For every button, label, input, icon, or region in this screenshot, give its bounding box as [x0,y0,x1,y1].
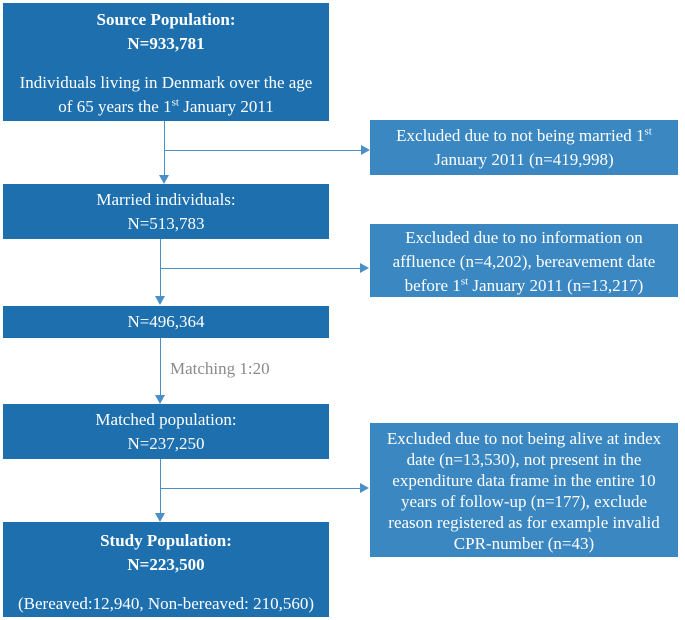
married-individuals-n: N=513,783 [127,214,205,233]
excluded-not-married-line2: January 2011 (n=419,998) [434,150,614,169]
eligible-population-n: N=496,364 [127,312,205,331]
excluded-not-married-box: Excluded due to not being married 1st Ja… [370,120,678,175]
excluded-not-alive-line2: date (n=13,530), not present in the [406,450,642,469]
excluded-not-alive-box: Excluded due to not being alive at index… [370,423,678,557]
source-population-title: Source Population: [96,10,236,29]
source-population-n: N=933,781 [127,34,205,53]
study-population-title: Study Population: [100,531,232,550]
flow-arrow-3-head [155,395,165,404]
excluded-no-affluence-line2: affluence (n=4,202), bereavement date [392,252,656,271]
matching-label: Matching 1:20 [170,359,270,378]
excluded-not-alive-line5: reason registered as for example invalid [388,513,660,532]
matched-population-box: Matched population: N=237,250 [3,404,329,459]
flow-arrow-1-head [159,175,169,184]
matched-population-n: N=237,250 [127,434,205,453]
exclusion-arrow-3-head [360,483,369,493]
married-individuals-title: Married individuals: [96,190,236,209]
married-individuals-box: Married individuals: N=513,783 [3,184,329,239]
flow-arrow-4-head [155,513,165,522]
exclusion-arrow-2-head [360,263,369,273]
flow-arrow-3 [160,338,161,396]
matched-population-title: Matched population: [95,410,237,429]
excluded-not-alive-line6: CPR-number (n=43) [453,534,595,553]
excluded-no-affluence-line1: Excluded due to no information on [405,228,643,247]
exclusion-arrow-2 [160,268,361,269]
exclusion-arrow-3 [160,488,361,489]
flow-arrow-1 [164,121,165,176]
study-population-detail: (Bereaved:12,940, Non-bereaved: 210,560) [18,594,314,613]
excluded-no-affluence-box: Excluded due to no information on afflue… [370,224,678,297]
source-population-box: Source Population: N=933,781 Individuals… [3,3,329,121]
source-population-desc-line2: of 65 years the 1st January 2011 [58,96,274,116]
study-population-n: N=223,500 [127,555,205,574]
excluded-not-married-line1: Excluded due to not being married 1st [396,125,652,145]
flow-arrow-2-head [155,296,165,305]
excluded-no-affluence-line3: before 1st January 2011 (n=13,217) [404,275,644,295]
exclusion-arrow-1 [164,150,362,151]
study-population-box: Study Population: N=223,500 (Bereaved:12… [3,522,329,617]
exclusion-arrow-1-head [361,145,370,155]
excluded-not-alive-line3: expenditure data frame in the entire 10 [392,471,656,490]
eligible-population-box: N=496,364 [3,306,329,338]
excluded-not-alive-line4: years of follow-up (n=177), exclude [400,492,648,511]
excluded-not-alive-line1: Excluded due to not being alive at index [386,429,662,448]
source-population-desc-line1: Individuals living in Denmark over the a… [19,73,313,92]
flow-arrow-4 [160,459,161,514]
